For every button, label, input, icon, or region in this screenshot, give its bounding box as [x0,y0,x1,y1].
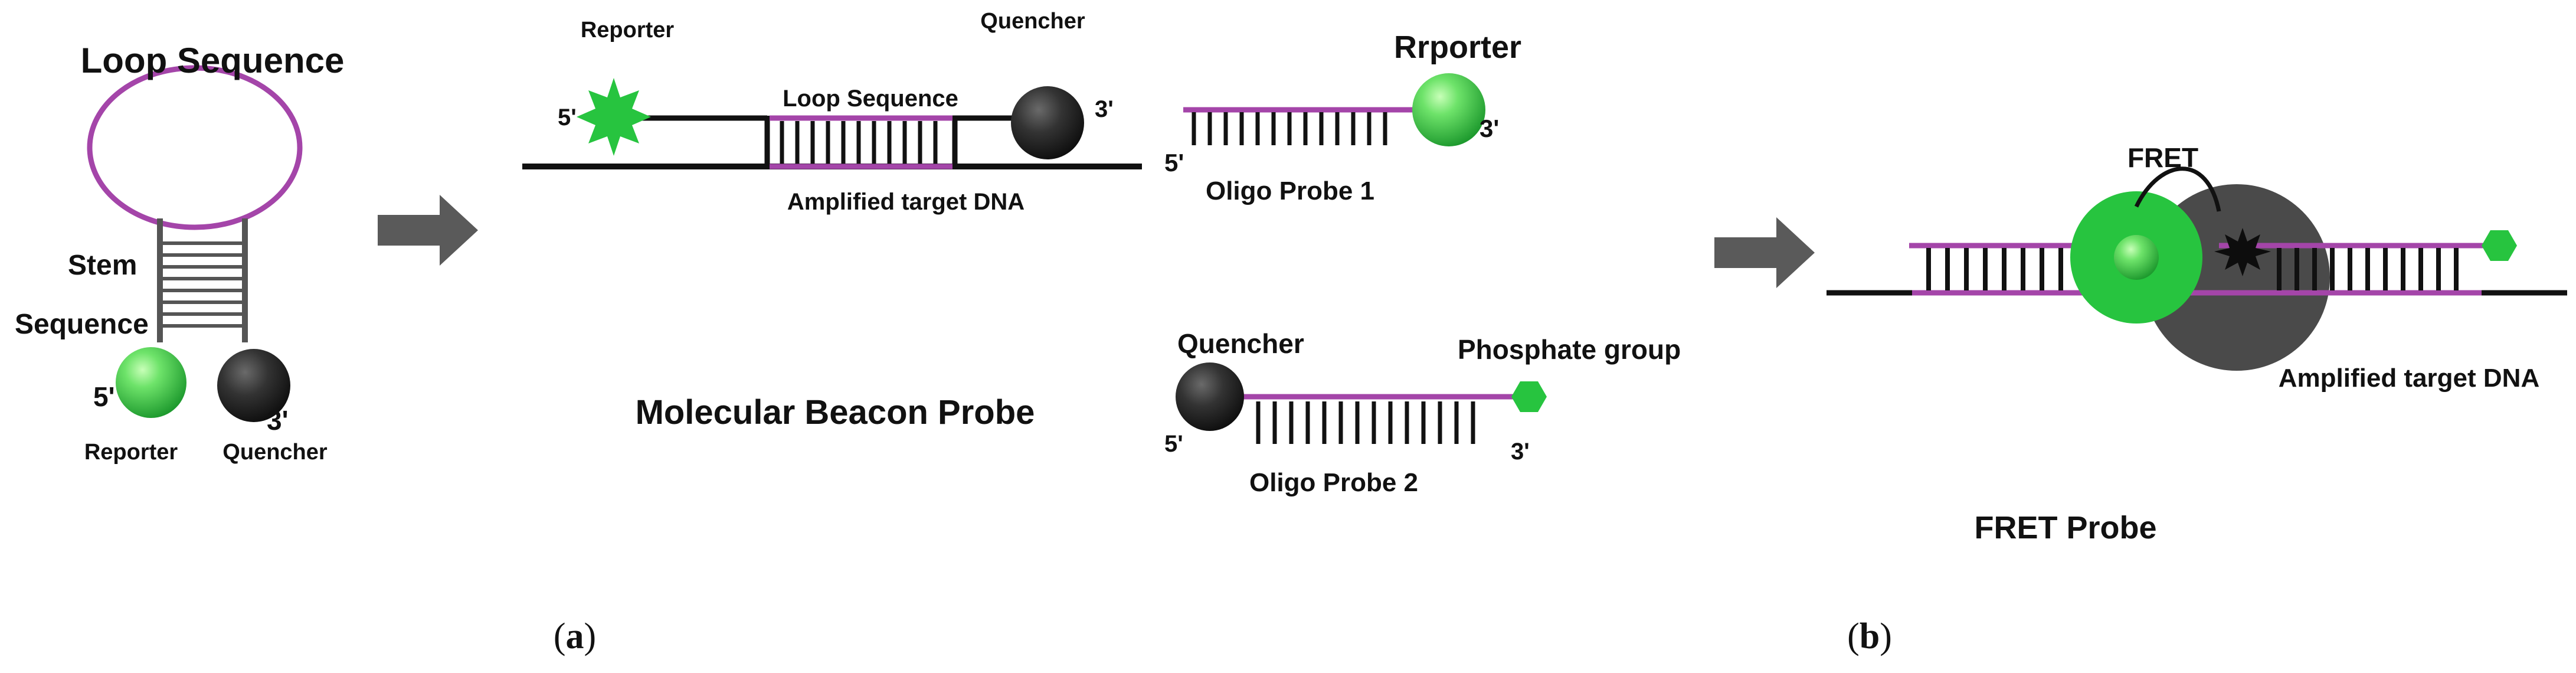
hairpin-stem-rungs [163,241,242,328]
hairpin-loop [87,65,303,230]
beacon-reporter-label: Reporter [581,18,675,43]
oligo2-five-prime: 5' [1164,431,1183,457]
fret-target-label: Amplified target DNA [2279,364,2539,393]
beacon-probe-strand [614,115,1032,169]
hairpin-three-prime: 3' [267,405,289,436]
beacon-loop-label: Loop Sequence [783,86,958,112]
beacon-target-label: Amplified target DNA [787,189,1024,215]
green-sphere-icon [2114,235,2159,280]
caption-b: (b) [1847,616,1892,656]
oligo-probe-2: Quencher Phosphate group 5' 3' Oligo Pro… [1164,328,1681,497]
oligo1-three-prime: 3' [1480,115,1499,142]
hairpin-stem-label: Stem [68,250,137,281]
fret-left-rungs [1926,248,2063,290]
green-sphere-icon [116,347,186,418]
right-arrow-icon [378,195,478,266]
fret-title: FRET Probe [1974,510,2156,545]
fret-label: FRET [2127,142,2198,173]
beacon-title: Molecular Beacon Probe [636,393,1035,432]
dark-sphere-icon [1011,86,1084,159]
oligo1-label: Oligo Probe 1 [1206,177,1374,205]
oligo2-label: Oligo Probe 2 [1249,468,1418,497]
green-hexagon-icon [1511,381,1547,412]
oligo1-rungs [1192,112,1387,145]
oligo1-reporter-label: Rrporter [1394,30,1521,65]
hairpin-quencher-label: Quencher [222,440,328,465]
hairpin-sequence-label: Sequence [15,309,149,340]
green-sphere-icon [1412,73,1485,146]
oligo-probe-1: Rrporter 5' 3' Oligo Probe 1 [1164,30,1521,205]
dark-sphere-icon [1176,362,1244,431]
oligo2-phosphate-label: Phosphate group [1458,334,1681,365]
hairpin-loop-label: Loop Sequence [81,41,345,80]
hairpin-stem-right [242,218,248,342]
oligo1-five-prime: 5' [1164,149,1184,177]
fret-right-rungs [2277,248,2459,290]
green-hexagon-icon [2482,230,2517,261]
oligo2-rungs [1256,401,1475,444]
hairpin-five-prime: 5' [93,381,115,412]
green-starburst-icon [577,78,651,156]
black-starburst-icon [2214,228,2271,276]
beacon-five-prime: 5' [558,104,577,130]
oligo2-three-prime: 3' [1511,439,1530,465]
beacon-basepair-rungs [780,121,938,164]
hairpin-stem-left [157,218,163,342]
hairpin-probe: Loop Sequence Stem Sequence 5' 3' Report… [15,41,344,465]
molecular-beacon: Reporter Quencher 5' 3' Loop Sequence Am… [522,9,1142,432]
beacon-quencher-label: Quencher [980,9,1085,34]
dark-sphere-icon [217,349,290,422]
fret-probe: FRET Amplified target DNA FRET Probe [1827,142,2567,545]
hairpin-reporter-label: Reporter [84,440,178,465]
right-arrow-icon [1714,217,1815,288]
beacon-three-prime: 3' [1095,96,1114,122]
caption-a: (a) [554,616,596,656]
fret-transfer-arc [2134,166,2221,212]
oligo2-quencher-label: Quencher [1177,328,1304,359]
